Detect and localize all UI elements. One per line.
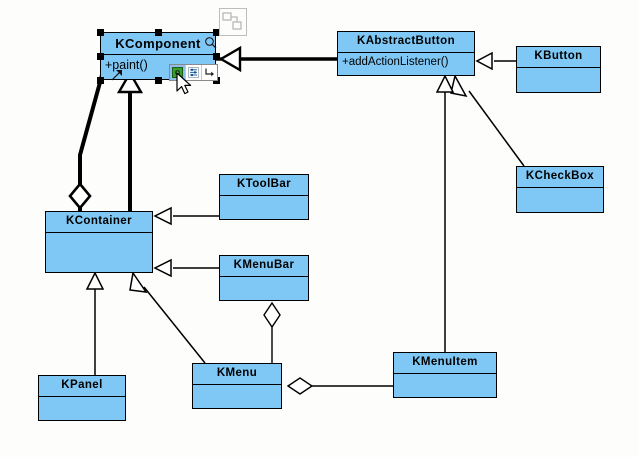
class-box-kmenuitem[interactable]: KMenuItem: [393, 352, 497, 398]
edge-kmenubar-to-kcontainer[interactable]: [153, 258, 219, 278]
selection-handle-w[interactable]: [97, 53, 104, 60]
class-attributes-kmenubar: [220, 276, 308, 300]
class-attributes-ktoolbar: [220, 195, 308, 219]
class-box-kabstractbutton[interactable]: KAbstractButton +addActionListener(): [337, 31, 475, 76]
class-attributes-kpanel: [39, 396, 125, 420]
edge-kmenu-to-kcontainer[interactable]: [129, 271, 206, 364]
selection-handle-ne[interactable]: [213, 29, 220, 36]
class-name-kmenuitem: KMenuItem: [394, 353, 496, 374]
selection-handle-nw[interactable]: [97, 29, 104, 36]
class-name-kcomponent: KComponent: [101, 33, 215, 55]
edge-kabstractbutton-to-kcomponent[interactable]: [216, 45, 337, 73]
reroute-icon[interactable]: [202, 65, 217, 80]
class-attributes-kbutton: [517, 67, 600, 92]
class-name-kabstractbutton: KAbstractButton: [338, 32, 474, 53]
edge-kbutton-to-kabstractbutton[interactable]: [475, 51, 516, 71]
class-operations-kabstractbutton: +addActionListener(): [338, 52, 474, 75]
properties-icon[interactable]: [186, 65, 202, 80]
selection-handle-e[interactable]: [213, 53, 220, 60]
class-name-kcheckbox: KCheckBox: [517, 167, 603, 188]
palette-icon[interactable]: [170, 65, 186, 80]
class-attributes-kmenu: [193, 384, 281, 408]
connector-ghost-icon: [219, 8, 247, 36]
class-name-kpanel: KPanel: [39, 376, 125, 397]
class-box-kmenubar[interactable]: KMenuBar: [219, 255, 309, 301]
class-name-ktoolbar: KToolBar: [220, 175, 308, 196]
class-box-kcheckbox[interactable]: KCheckBox: [516, 166, 604, 213]
class-name-kbutton: KButton: [517, 47, 600, 68]
class-box-kmenu[interactable]: KMenu: [192, 363, 282, 409]
edge-kcontainer-to-kcomponent[interactable]: [116, 70, 144, 211]
class-name-kmenu: KMenu: [193, 364, 281, 385]
class-attributes-kmenuitem: [394, 373, 496, 397]
class-attributes-kcheckbox: [517, 187, 603, 212]
edge-kmenuitem-to-kabstractbutton[interactable]: [435, 74, 455, 352]
selection-handle-sw[interactable]: [97, 77, 104, 84]
context-mini-toolbar[interactable]: [169, 64, 218, 81]
class-box-kpanel[interactable]: KPanel: [38, 375, 126, 421]
edge-kpanel-to-kcontainer[interactable]: [85, 271, 105, 375]
class-box-kbutton[interactable]: KButton: [516, 46, 601, 93]
edge-kcheckbox-to-kabstractbutton[interactable]: [450, 73, 525, 167]
edge-ktoolbar-to-kcontainer[interactable]: [153, 206, 219, 226]
class-box-ktoolbar[interactable]: KToolBar: [219, 174, 309, 220]
class-name-kcontainer: KContainer: [46, 212, 152, 233]
class-attributes-kcontainer: [46, 232, 152, 272]
edge-kmenu-aggregates-kmenuitem[interactable]: [286, 377, 393, 395]
edge-kmenubar-aggregates-kmenu[interactable]: [263, 301, 281, 363]
selection-handle-s[interactable]: [155, 77, 162, 84]
class-box-kcontainer[interactable]: KContainer: [45, 211, 153, 273]
selection-handle-n[interactable]: [155, 29, 162, 36]
class-name-kmenubar: KMenuBar: [220, 256, 308, 277]
